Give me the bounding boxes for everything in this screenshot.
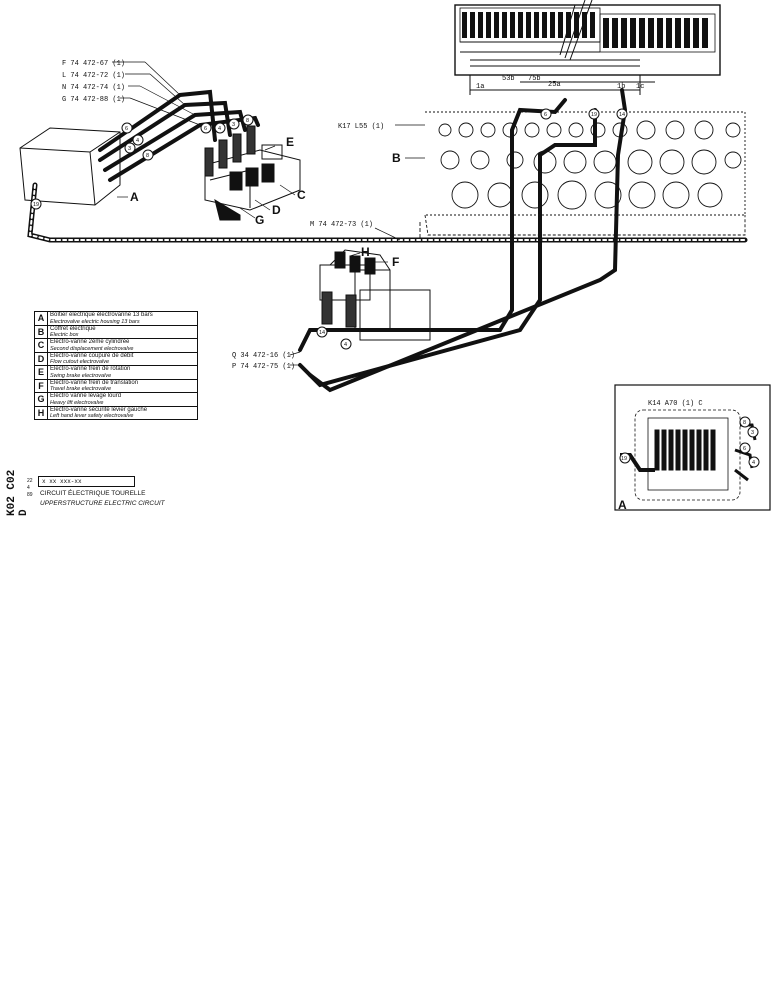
legend-en: Second displacement electrovalve: [50, 345, 134, 352]
letter-c: C: [297, 188, 306, 202]
wire-number: 6: [743, 446, 746, 452]
callout-f: F 74 472-67 (1): [62, 60, 125, 68]
inset-label: A: [618, 498, 627, 512]
letter-f: F: [392, 255, 399, 269]
legend-table: A Boîtier électrique électrovanne 13 bar…: [34, 311, 198, 420]
legend-en: Electric box: [50, 332, 79, 338]
wire-number: 14: [319, 330, 325, 336]
wire-number: 6: [544, 112, 547, 118]
terminal-label: 1a: [476, 83, 484, 91]
callout-q: Q 34 472-16 (1): [232, 352, 295, 360]
legend-key: C: [34, 338, 48, 353]
wire-number: 3: [232, 122, 235, 128]
terminal-strip-left: [462, 12, 595, 38]
legend-key: D: [34, 351, 48, 366]
title-block: 22 4 89 x xx xxx-xx CIRCUIT ÉLECTRIQUE T…: [24, 476, 208, 510]
terminal-label: 53b: [502, 75, 515, 83]
legend-fr: Electro-vanne frein de rotation: [50, 366, 131, 372]
terminal-label: 1c: [636, 83, 644, 91]
title-code: x xx xxx-xx: [38, 476, 135, 487]
legend-en: Flow cutout electrovalve: [50, 359, 109, 365]
legend-fr: Electro-vanne 2ème cylindrée: [50, 339, 130, 345]
leader-lines: [112, 61, 425, 366]
wire-number-markers: [30, 108, 628, 350]
title-side-code: 22 4 89: [27, 478, 33, 498]
letter-e: E: [286, 135, 294, 149]
callout-p: P 74 472-75 (1): [232, 363, 295, 371]
wire-number: 3: [128, 146, 131, 152]
letter-b: B: [392, 151, 401, 165]
wire-number: 8: [743, 420, 746, 426]
legend-key: A: [34, 311, 48, 326]
legend-fr: Electro-vanne sécurité levier gauche: [50, 406, 148, 413]
electric-box-panel: [419, 111, 746, 241]
terminal-strip-right: [603, 18, 708, 48]
terminal-label: 75b: [528, 75, 541, 83]
wire-number: 19: [621, 456, 627, 462]
legend-en: Left hand lever safety electrovalve: [50, 413, 134, 419]
title-french: CIRCUIT ÉLECTRIQUE TOURELLE: [40, 490, 146, 497]
legend-en: Heavy lift electrovalve: [50, 399, 104, 406]
legend-fr: Electro-vanne frein de translation: [50, 379, 139, 386]
terminal-label: 25a: [548, 81, 561, 89]
wire-number: 6: [204, 126, 207, 132]
callout-l: L 74 472-72 (1): [62, 72, 125, 80]
callout-k14: K14 A70 (1) C: [648, 400, 703, 408]
legend-en: Electrovalve electric housing 13 bars: [50, 318, 140, 325]
inset-detail: [614, 384, 771, 511]
wire-number: 8: [246, 118, 249, 124]
terminal-label: 1b: [617, 83, 625, 91]
letter-d: D: [272, 203, 281, 217]
wire-number: 6: [125, 126, 128, 132]
wire-number: 4: [752, 460, 755, 466]
legend-key: B: [34, 324, 48, 339]
wire-number: 8: [146, 153, 149, 159]
valve-block: [204, 125, 301, 221]
legend-en: Travel brake electrovalve: [50, 386, 112, 392]
title-english: UPPERSTRUCTURE ELECTRIC CIRCUIT: [40, 500, 165, 507]
wire-number: 19: [591, 112, 597, 118]
legend-key: H: [34, 405, 48, 420]
legend-key: G: [34, 392, 48, 407]
legend-row: A Boîtier électrique électrovanne 13 bar…: [34, 311, 198, 326]
callout-m: M 74 472-73 (1): [310, 221, 373, 229]
callout-g: G 74 472-88 (1): [62, 96, 125, 104]
wire-number: 4: [344, 342, 347, 348]
legend-fr: Electro-vanne coupure de débit: [50, 352, 134, 359]
legend-key: F: [34, 378, 48, 393]
legend-en: Swing brake electrovalve: [50, 372, 112, 379]
wire-number: 4: [218, 126, 221, 132]
letter-h: H: [361, 245, 370, 259]
wire-number: 14: [619, 112, 625, 118]
letter-a: A: [130, 190, 139, 204]
legend-fr: Coffret électrique: [50, 325, 96, 332]
legend-key: E: [34, 365, 48, 380]
travel-brake-unit: [319, 249, 431, 341]
electrovalve-housing: [19, 127, 121, 206]
wire-number: 3: [751, 430, 754, 436]
legend-fr: Boîtier électrique électrovanne 13 bars: [50, 312, 153, 318]
wire-number: 19: [33, 202, 39, 208]
callout-n: N 74 472-74 (1): [62, 84, 125, 92]
callout-k17: K17 L55 (1): [338, 123, 384, 131]
legend-fr: Electro vanne levage lourd: [50, 393, 122, 399]
letter-g: G: [255, 213, 264, 227]
wire-number: 4: [136, 138, 139, 144]
